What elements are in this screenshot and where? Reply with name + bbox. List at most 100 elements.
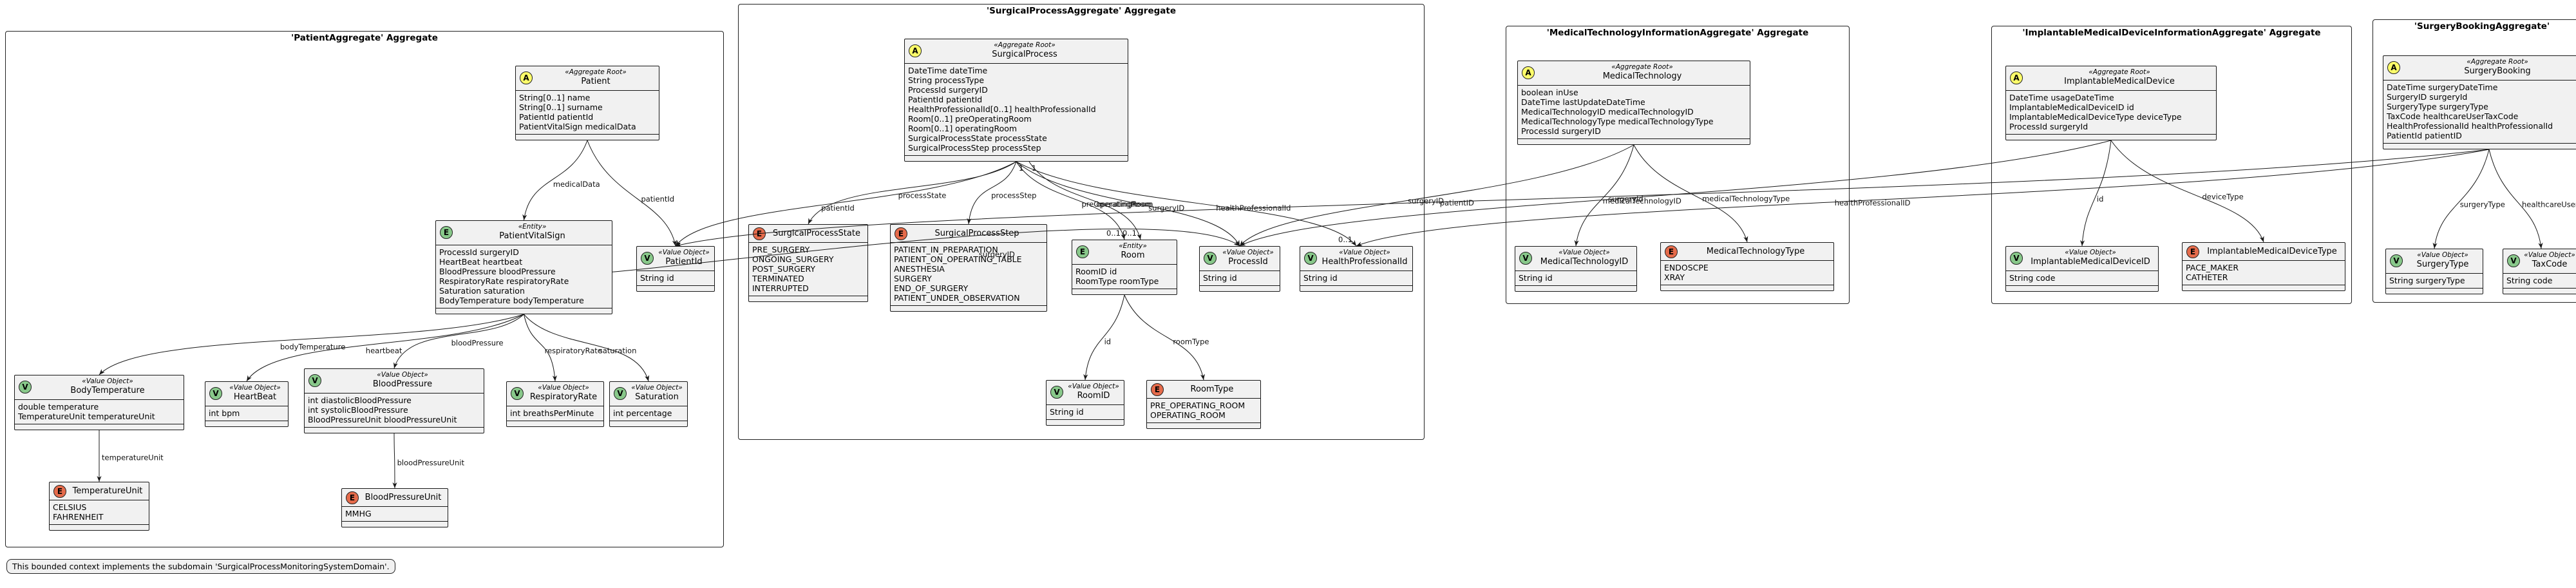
class-name: TaxCode xyxy=(2532,260,2568,269)
class-field: int breathsPerMinute xyxy=(510,408,594,418)
multiplicity-source: 1 xyxy=(1019,164,1023,173)
class-field: DateTime surgeryDateTime xyxy=(2387,82,2498,92)
association-deviceType xyxy=(2110,140,2264,243)
class-field: PatientId patientId xyxy=(519,112,594,122)
class-fields: String id xyxy=(1200,271,1280,285)
class-methods xyxy=(507,421,603,426)
class-header: V«Value Object»PatientId xyxy=(637,247,714,271)
class-stereotype: «Value Object» xyxy=(82,377,133,385)
class-header: A«Aggregate Root»MedicalTechnology xyxy=(1518,61,1750,86)
class-stereotype: «Value Object» xyxy=(1068,383,1119,390)
class-field: BloodPressureUnit bloodPressureUnit xyxy=(308,415,457,424)
association-bloodPressure xyxy=(393,314,524,369)
class-name: PatientId xyxy=(665,257,703,267)
association-saturation xyxy=(524,314,650,382)
association-label: roomType xyxy=(1173,337,1209,346)
class-methods xyxy=(516,134,659,140)
bounded-context-note: This bounded context implements the subd… xyxy=(6,559,395,574)
aggregate-root-icon: A xyxy=(2010,71,2023,84)
class-field: String surgeryType xyxy=(2389,276,2465,285)
association-operatingRoom xyxy=(1028,161,1142,240)
value-object-icon: V xyxy=(2390,254,2403,267)
association-label: patientId xyxy=(641,194,674,204)
class-field: ProcessId surgeryID xyxy=(1521,126,1601,136)
association-roomType xyxy=(1124,294,1205,381)
class-fields: MMHG xyxy=(342,507,448,521)
association-label: processStep xyxy=(991,191,1036,200)
class-field: int systolicBloodPressure xyxy=(308,405,408,415)
class-methods xyxy=(2383,143,2576,149)
class-ImplantableMedicalDeviceID[interactable]: V«Value Object»ImplantableMedicalDeviceI… xyxy=(2005,246,2159,292)
class-field: TaxCode healthcareUserTaxCode xyxy=(2387,111,2519,121)
class-field: PACE_MAKER xyxy=(2186,263,2239,272)
association-surgeryType xyxy=(2432,149,2490,249)
class-methods xyxy=(50,524,149,530)
class-header: V«Value Object»ImplantableMedicalDeviceI… xyxy=(2006,247,2158,271)
class-name: BodyTemperature xyxy=(70,386,145,395)
class-field: PATIENT_UNDER_OBSERVATION xyxy=(894,293,1020,303)
aggregate-root-icon: A xyxy=(2387,61,2400,74)
association-label: preOperatingRoom xyxy=(1081,200,1151,209)
class-field: OPERATING_ROOM xyxy=(1150,410,1226,420)
class-stereotype: «Value Object» xyxy=(658,249,710,256)
class-methods xyxy=(205,421,288,426)
value-object-icon: V xyxy=(614,387,627,400)
class-stereotype: «Value Object» xyxy=(377,371,428,379)
association-label: operatingRoom xyxy=(1096,200,1153,209)
class-stereotype: «Value Object» xyxy=(538,384,589,392)
class-methods xyxy=(1147,422,1260,428)
class-stereotype: «Value Object» xyxy=(2524,251,2575,259)
class-stereotype: «Value Object» xyxy=(631,384,683,392)
class-header: A«Aggregate Root»SurgicalProcess xyxy=(905,39,1128,64)
class-name: MedicalTechnologyType xyxy=(1706,247,1805,256)
association-label: surgeryType xyxy=(2460,200,2505,209)
association-heartbeat xyxy=(246,314,524,382)
enum-icon: E xyxy=(2186,245,2199,258)
class-field: String[0..1] name xyxy=(519,93,591,102)
class-header: V«Value Object»BloodPressure xyxy=(305,369,484,394)
association-patientID xyxy=(675,149,2490,247)
class-field: String processType xyxy=(908,75,985,85)
aggregate-title: 'ImplantableMedicalDeviceInformationAggr… xyxy=(2022,28,2321,38)
class-field: ImplantableMedicalDeviceType deviceType xyxy=(2009,112,2182,122)
class-stereotype: «Aggregate Root» xyxy=(2467,58,2528,66)
class-stereotype: «Entity» xyxy=(1119,242,1147,250)
class-name: SurgicalProcessState xyxy=(773,229,860,238)
class-ImplantableMedicalDevice[interactable]: A«Aggregate Root»ImplantableMedicalDevic… xyxy=(2005,66,2217,140)
class-name: Room xyxy=(1121,251,1145,260)
association-label: healthcareUserTaxCode xyxy=(2522,200,2576,209)
class-methods xyxy=(1046,419,1124,425)
class-fields: int percentage xyxy=(610,406,687,421)
value-object-icon: V xyxy=(209,387,222,400)
class-field: int percentage xyxy=(613,408,672,418)
